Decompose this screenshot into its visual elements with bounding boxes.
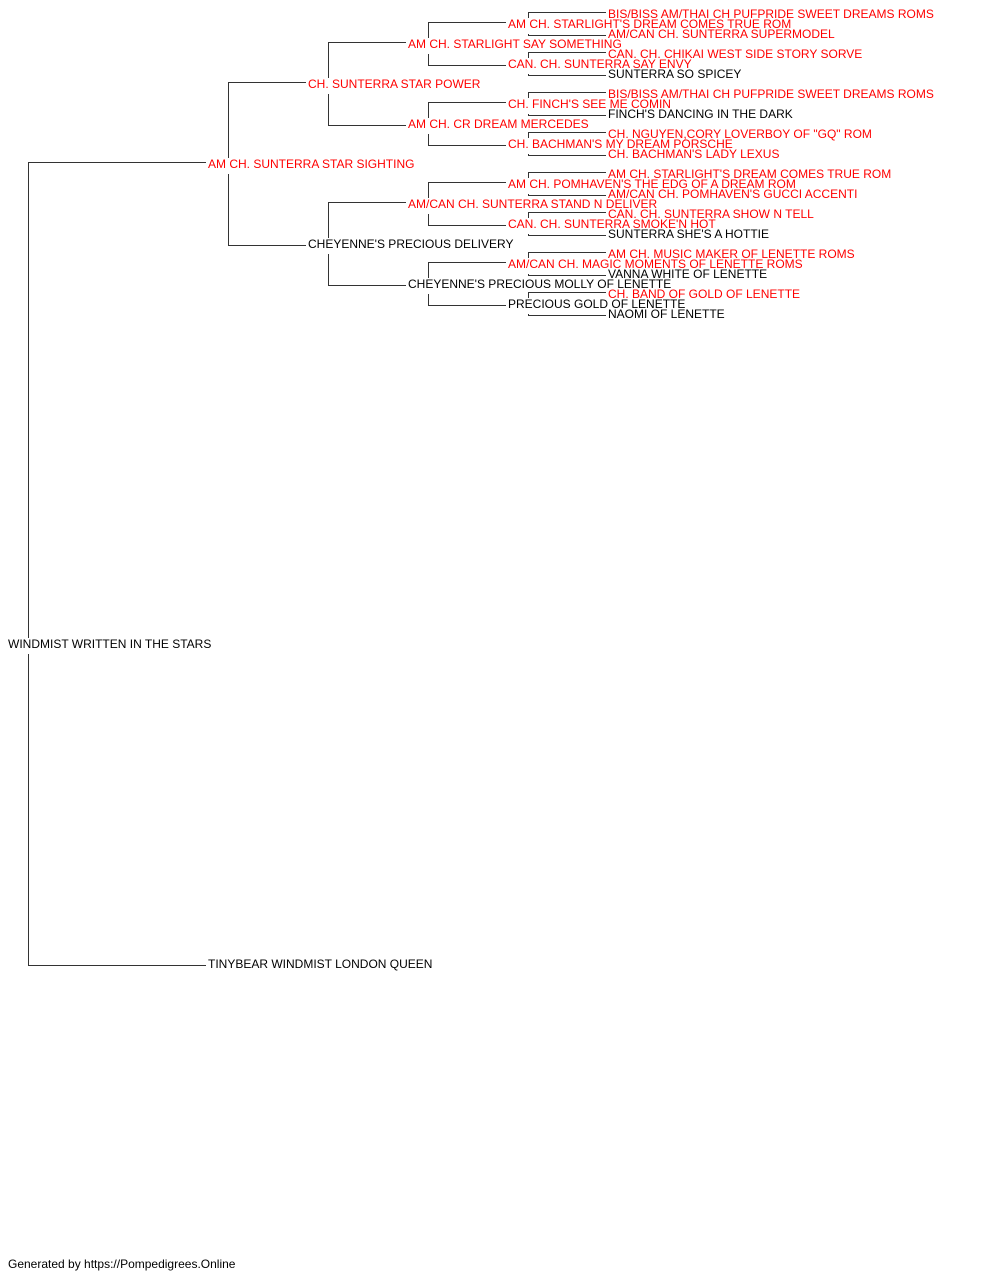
dog-name-gen5: NAOMI OF LENETTE — [608, 307, 725, 321]
connector-line — [528, 211, 606, 213]
connector-line — [527, 52, 529, 58]
connector-line — [428, 261, 506, 263]
connector-line — [328, 284, 406, 286]
dog-name-gen2: CH. SUNTERRA STAR POWER — [308, 77, 481, 91]
dog-name-gen5: AM/CAN CH. POMHAVEN'S GUCCI ACCENTI — [608, 187, 858, 201]
connector-line — [228, 244, 306, 246]
dog-name-gen5: AM CH. MUSIC MAKER OF LENETTE ROMS — [608, 247, 855, 261]
connector-line — [228, 81, 306, 83]
dog-name-gen4: CAN. CH. SUNTERRA SMOKE'N HOT — [508, 217, 716, 231]
connector-line — [527, 12, 529, 18]
dog-name-gen1: TINYBEAR WINDMIST LONDON QUEEN — [208, 957, 433, 971]
dog-name-gen5: SUNTERRA SO SPICEY — [608, 67, 742, 81]
connector-line — [227, 174, 229, 245]
dog-name-gen5: CAN. CH. CHIKAI WEST SIDE STORY SORVE — [608, 47, 863, 61]
connector-line — [327, 202, 329, 238]
connector-line — [427, 54, 429, 65]
connector-line — [27, 162, 29, 638]
connector-line — [427, 22, 429, 38]
connector-line — [528, 51, 606, 53]
connector-line — [528, 91, 606, 93]
connector-line — [427, 134, 429, 145]
dog-name-gen5: VANNA WHITE OF LENETTE — [608, 267, 768, 281]
connector-line — [527, 132, 529, 138]
connector-line — [328, 201, 406, 203]
connector-line — [328, 41, 406, 43]
connector-line — [28, 964, 206, 966]
connector-line — [528, 291, 606, 293]
dog-name-gen5: CH. BACHMAN'S LADY LEXUS — [608, 147, 780, 161]
connector-line — [427, 214, 429, 225]
dog-name-gen5: SUNTERRA SHE'S A HOTTIE — [608, 227, 769, 241]
connector-line — [327, 42, 329, 78]
dog-name-gen4: CAN. CH. SUNTERRA SAY ENVY — [508, 57, 692, 71]
connector-line — [528, 274, 606, 276]
connector-line — [527, 212, 529, 218]
dog-name-gen5: AM/CAN CH. SUNTERRA SUPERMODEL — [608, 27, 835, 41]
connector-line — [528, 314, 606, 316]
dog-name-gen4: AM/CAN CH. MAGIC MOMENTS OF LENETTE ROMS — [508, 257, 803, 271]
connector-line — [227, 82, 229, 158]
dog-name-gen5: BIS/BISS AM/THAI CH PUFPRIDE SWEET DREAM… — [608, 87, 934, 101]
connector-line — [527, 172, 529, 178]
connector-line — [428, 64, 506, 66]
dog-name-gen4: AM CH. STARLIGHT'S DREAM COMES TRUE ROM — [508, 17, 792, 31]
dog-name-gen5: AM CH. STARLIGHT'S DREAM COMES TRUE ROM — [608, 167, 892, 181]
connector-line — [528, 74, 606, 76]
connector-line — [427, 182, 429, 198]
dog-name-gen4: CH. FINCH'S SEE ME COMIN — [508, 97, 671, 111]
connector-line — [528, 234, 606, 236]
connector-line — [427, 102, 429, 118]
dog-name-gen1: AM CH. SUNTERRA STAR SIGHTING — [208, 157, 415, 171]
connector-line — [528, 131, 606, 133]
dog-name-gen5: CAN. CH. SUNTERRA SHOW N TELL — [608, 207, 814, 221]
footer-credit: Generated by https://Pompedigrees.Online — [8, 1257, 236, 1271]
connector-line — [528, 194, 606, 196]
dog-name-gen5: CH. BAND OF GOLD OF LENETTE — [608, 287, 801, 301]
dog-name-gen5: CH. NGUYEN,CORY LOVERBOY OF "GQ" ROM — [608, 127, 872, 141]
connector-line — [427, 262, 429, 278]
connector-line — [528, 11, 606, 13]
connector-line — [527, 252, 529, 258]
connector-line — [527, 92, 529, 98]
dog-name-gen3: CHEYENNE'S PRECIOUS MOLLY OF LENETTE — [408, 277, 672, 291]
connector-line — [428, 224, 506, 226]
connector-line — [528, 114, 606, 116]
connector-line — [528, 154, 606, 156]
connector-line — [528, 34, 606, 36]
dog-name-gen2: CHEYENNE'S PRECIOUS DELIVERY — [308, 237, 514, 251]
dog-name-gen4: AM CH. POMHAVEN'S THE EDG OF A DREAM ROM — [508, 177, 796, 191]
dog-name-gen5: FINCH'S DANCING IN THE DARK — [608, 107, 793, 121]
connector-line — [327, 254, 329, 285]
connector-line — [528, 251, 606, 253]
connector-line — [27, 654, 29, 965]
connector-line — [527, 292, 529, 298]
dog-name-gen4: PRECIOUS GOLD OF LENETTE — [508, 297, 686, 311]
connector-line — [427, 294, 429, 305]
dog-name-gen3: AM/CAN CH. SUNTERRA STAND N DELIVER — [408, 197, 658, 211]
dog-name-gen3: AM CH. CR DREAM MERCEDES — [408, 117, 589, 131]
connector-line — [428, 144, 506, 146]
connector-line — [528, 171, 606, 173]
connector-line — [428, 101, 506, 103]
connector-line — [327, 94, 329, 125]
connector-line — [328, 124, 406, 126]
connector-line — [428, 181, 506, 183]
connector-line — [28, 161, 206, 163]
connector-line — [428, 304, 506, 306]
dog-name-gen4: CH. BACHMAN'S MY DREAM PORSCHE — [508, 137, 733, 151]
connector-line — [428, 21, 506, 23]
dog-name-gen3: AM CH. STARLIGHT SAY SOMETHING — [408, 37, 622, 51]
dog-name-gen0: WINDMIST WRITTEN IN THE STARS — [8, 637, 212, 651]
dog-name-gen5: BIS/BISS AM/THAI CH PUFPRIDE SWEET DREAM… — [608, 7, 934, 21]
